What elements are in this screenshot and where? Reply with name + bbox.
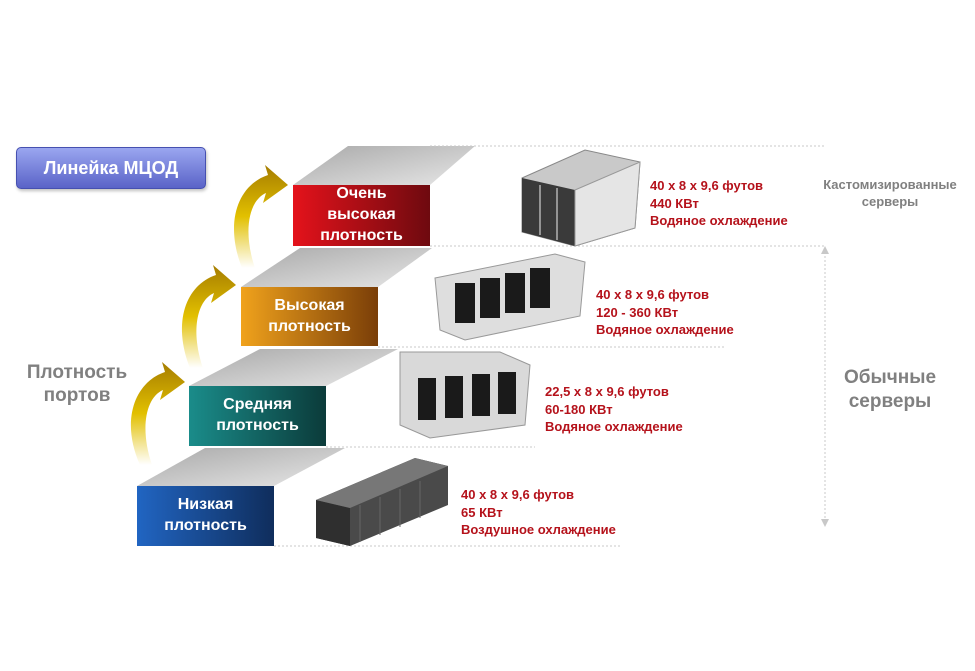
step-surface	[189, 349, 398, 386]
up-arrow-icon	[130, 362, 185, 465]
level-label-line: Средняя	[223, 396, 292, 414]
page-title: Линейка МЦОД	[16, 147, 206, 189]
side-label-line: Обычные	[843, 367, 937, 388]
level-label-line: Очень	[336, 185, 387, 203]
port-density-label: Плотность портов	[14, 362, 140, 408]
container-rack-icon	[434, 253, 586, 341]
spec-cooling: Водяное охлаждение	[596, 322, 734, 338]
side-label-line: Кастомизированные	[823, 177, 957, 192]
up-arrow-icon	[234, 165, 288, 268]
spec-power: 65 КВт	[461, 504, 503, 520]
step-surface	[137, 448, 345, 486]
container-rack-icon	[399, 351, 531, 439]
spec-size: 40 x 8 x 9,6 футов	[650, 178, 764, 193]
level-label-line: плотность	[268, 317, 351, 335]
spec-cooling: Водяное охлаждение	[650, 213, 788, 229]
side-label-line: Плотность	[26, 362, 128, 383]
spec-power: 60-180 КВт	[545, 401, 613, 417]
side-label-line: серверы	[861, 193, 919, 209]
up-arrow-icon	[182, 265, 236, 368]
shipping-container-icon	[316, 458, 448, 546]
side-label-line: портов	[43, 384, 111, 406]
level-label-line: Низкая	[177, 496, 234, 514]
level-label-line: Высокая	[274, 296, 345, 314]
spec-cooling: Водяное охлаждение	[545, 419, 683, 435]
level-label-line: плотность	[164, 517, 247, 534]
level-high: Высокая плотность	[241, 287, 378, 346]
step-surface	[241, 248, 432, 287]
specs-very-high: 40 x 8 x 9,6 футов 440 КВт Водяное охлаж…	[650, 177, 788, 230]
side-label-line: серверы	[848, 390, 932, 412]
spec-cooling: Воздушное охлаждение	[461, 522, 616, 538]
spec-size: 40 x 8 x 9,6 футов	[596, 287, 710, 302]
level-medium: Средняя плотность	[189, 386, 326, 446]
step-surface	[293, 146, 475, 185]
level-label-line: высокая	[327, 206, 396, 224]
spec-size: 22,5 x 8 x 9,6 футов	[545, 384, 669, 399]
level-low: Низкая плотность	[137, 486, 274, 546]
spec-size: 40 x 8 x 9,6 футов	[461, 487, 575, 502]
specs-low: 40 x 8 x 9,6 футов 65 КВт Воздушное охла…	[461, 486, 616, 539]
custom-servers-label: Кастомизированные серверы	[805, 177, 975, 211]
container-rack-icon	[521, 149, 641, 247]
level-label-line: плотность	[216, 417, 299, 434]
spec-power: 440 КВт	[650, 195, 699, 211]
specs-high: 40 x 8 x 9,6 футов 120 - 360 КВт Водяное…	[596, 286, 734, 339]
regular-servers-label: Обычные серверы	[815, 366, 965, 414]
specs-medium: 22,5 x 8 x 9,6 футов 60-180 КВт Водяное …	[545, 383, 683, 436]
spec-power: 120 - 360 КВт	[596, 304, 679, 320]
level-very-high: Очень высокая плотность	[293, 185, 430, 246]
level-label-line: плотность	[320, 226, 403, 244]
